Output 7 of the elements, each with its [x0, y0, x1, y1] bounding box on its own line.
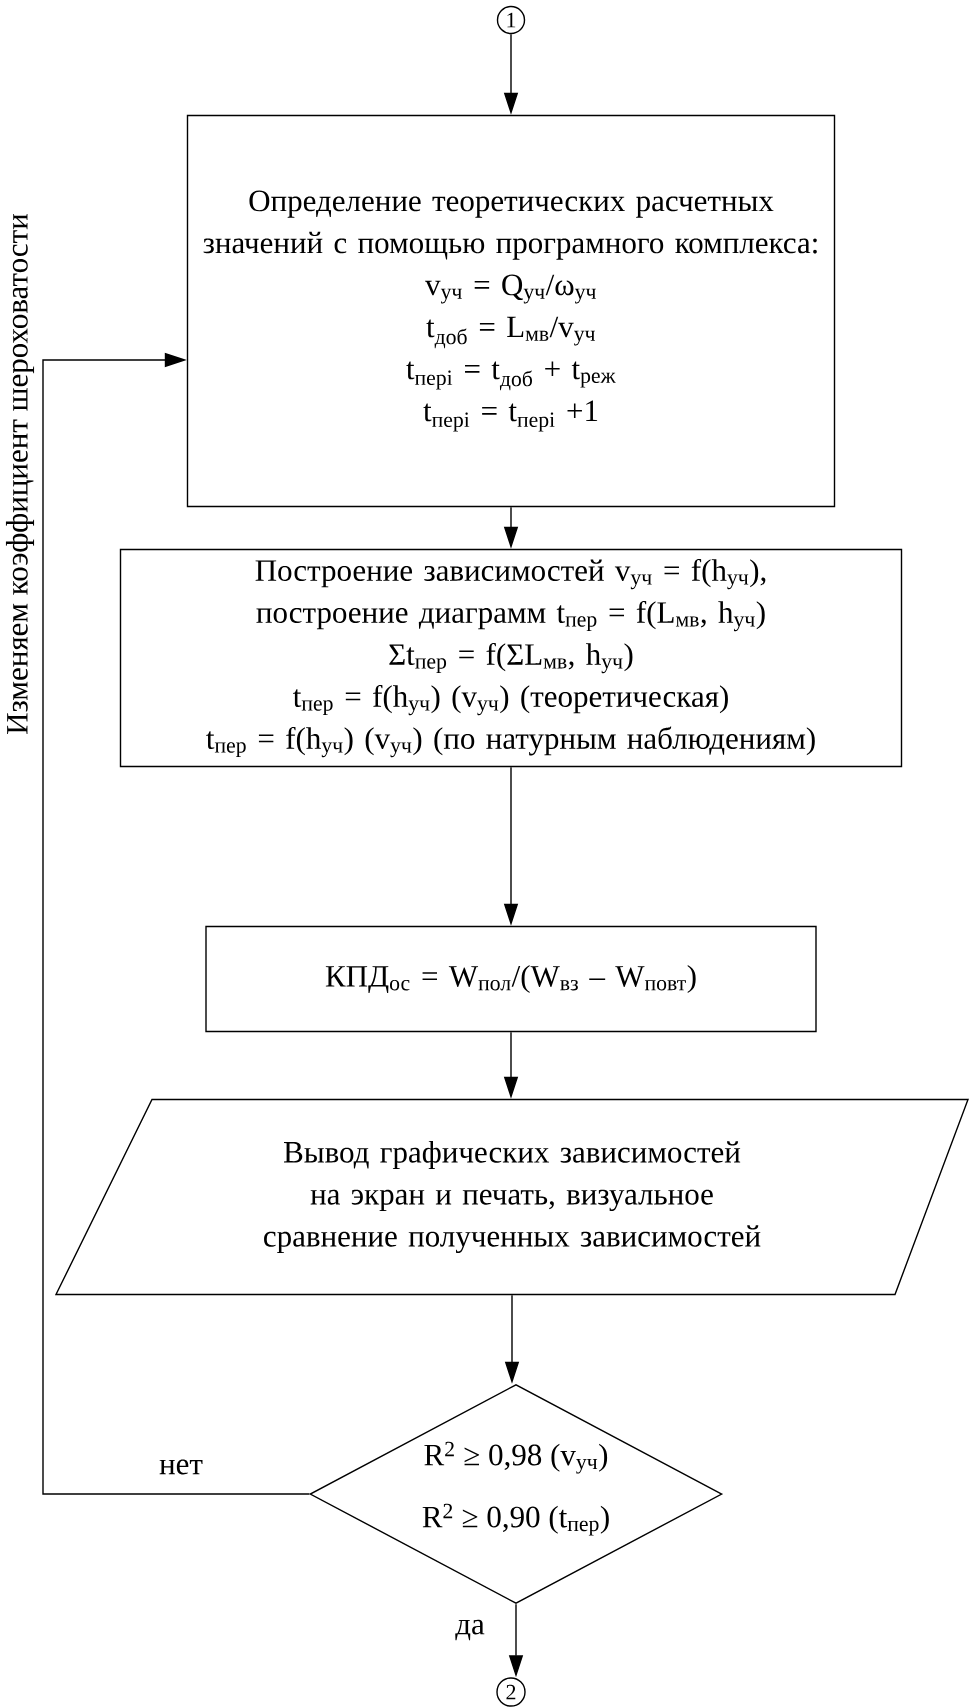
process-box: Определение теоретических расчетных значений с помощью програмного комплекса: v$_{уч}$ = Q$_{уч}$/ω$_{уч}$ t$_{доб}$ = L$_{мв}$/v$_{уч}$ t$_{перi}$ = t$_{доб}$ + t$_{реж}$ t$_{перi}$ = t$_{перi}$ +1 — [186, 114, 836, 508]
process-box: КПД$_{ос}$ = W$_{пол}$/(W$_{вз}$ – W$_{повт}$) — [205, 925, 817, 1033]
arrow — [42, 352, 310, 1495]
process-box: Построение зависимостей v$_{уч}$ = f(h$_{уч}$), построение диаграмм t$_{пер}$ = f(L$_{мв}$, h$_{уч}$) Σt$_{пер}$ = f(ΣL$_{мв}$, h$_{уч}$) t$_{пер}$ = f(h$_{уч}$) (v$_{уч}$) (теоретическая) t$_{пер}$ = f(h$_{уч}$) (v$_{уч}$) (по натурным наблюдениям) — [119, 548, 903, 768]
vertical-label: Изменяем коэффициент шероховатости — [5, 213, 35, 734]
edge-label: да — [454, 1618, 486, 1642]
edge-label: нет — [158, 1458, 204, 1476]
